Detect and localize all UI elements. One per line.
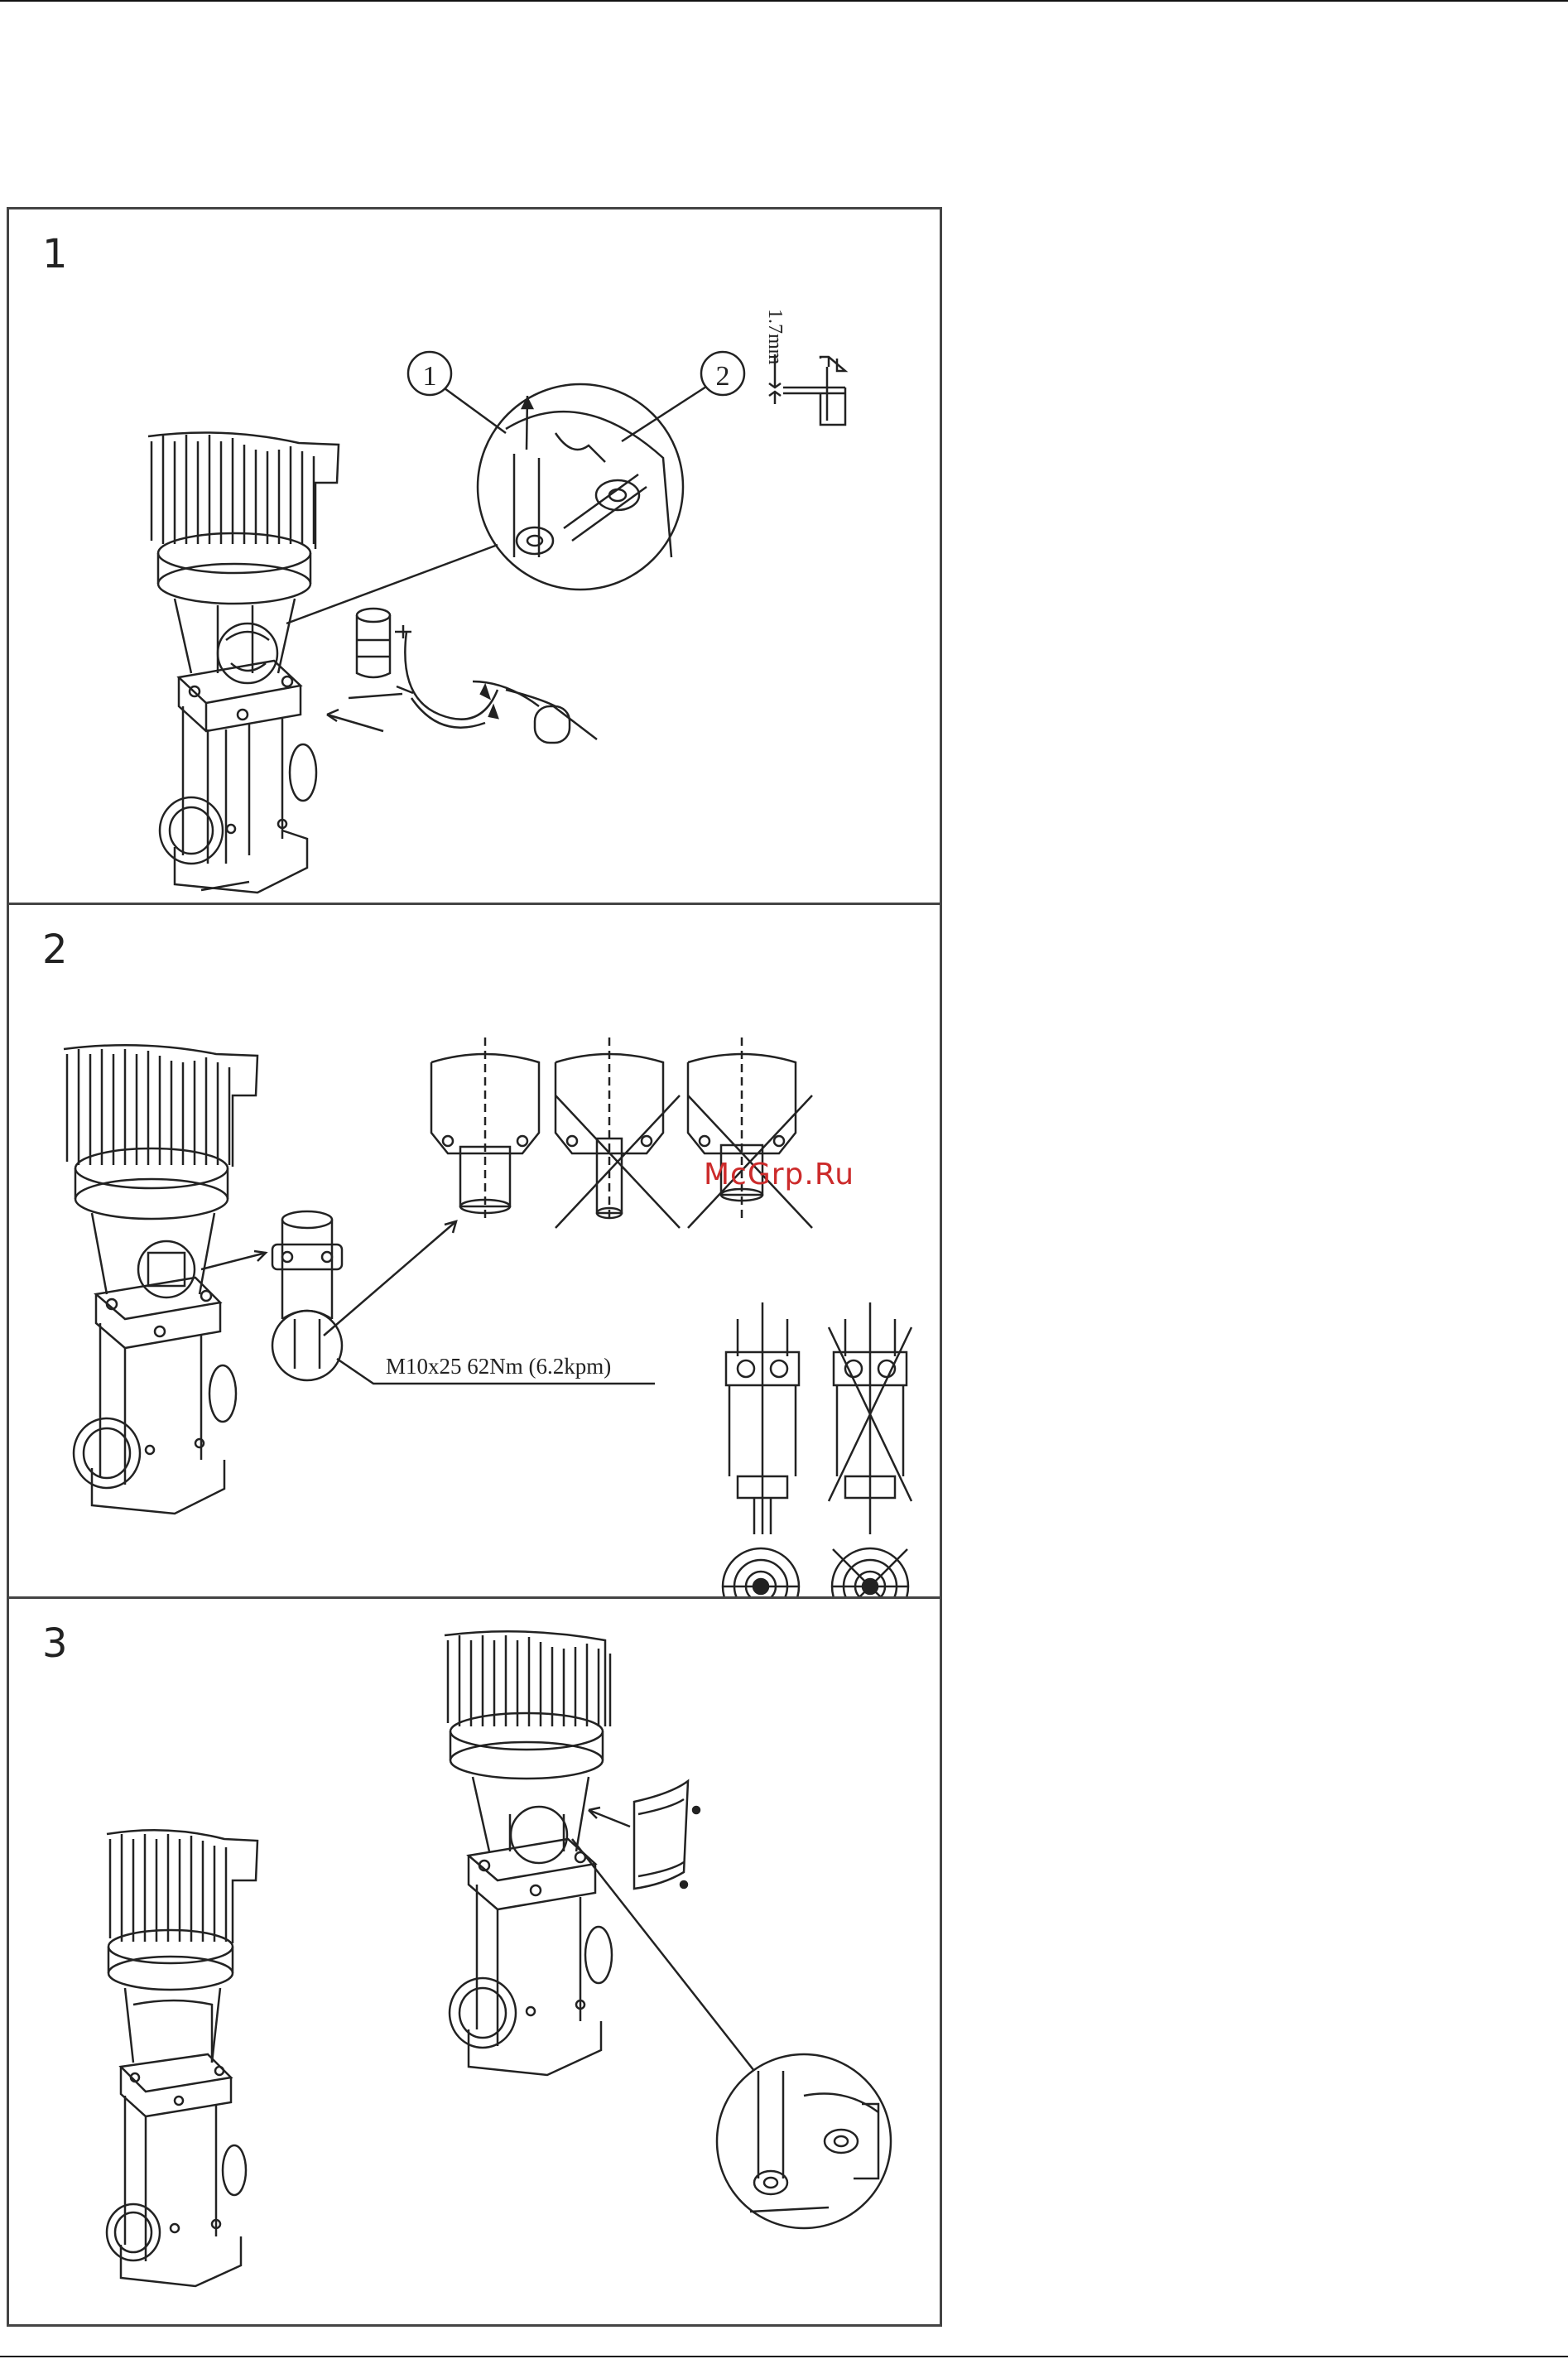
callout-1-label: 1 bbox=[423, 361, 437, 392]
step-1-illustration: 1 2 1.7mm bbox=[9, 209, 940, 900]
step-3-illustration bbox=[9, 1599, 940, 2324]
bolt-spec-label: M10x25 62Nm (6.2kpm) bbox=[386, 1354, 611, 1379]
bottom-rule bbox=[0, 2356, 1568, 2357]
instruction-frame: 1 bbox=[7, 207, 942, 2327]
step-2-illustration: M10x25 62Nm (6.2kpm) bbox=[9, 905, 940, 1596]
watermark-text: McGrp.Ru bbox=[704, 1158, 854, 1192]
top-rule bbox=[0, 0, 1568, 2]
step-1-panel: 1 bbox=[9, 209, 940, 903]
callout-2-label: 2 bbox=[716, 361, 730, 392]
step-3-panel: 3 bbox=[9, 1596, 940, 2324]
gap-dimension-label: 1.7mm bbox=[764, 309, 786, 365]
step-2-panel: 2 bbox=[9, 903, 940, 1596]
motor-fins bbox=[148, 433, 339, 550]
motor-fins bbox=[107, 1830, 257, 1943]
